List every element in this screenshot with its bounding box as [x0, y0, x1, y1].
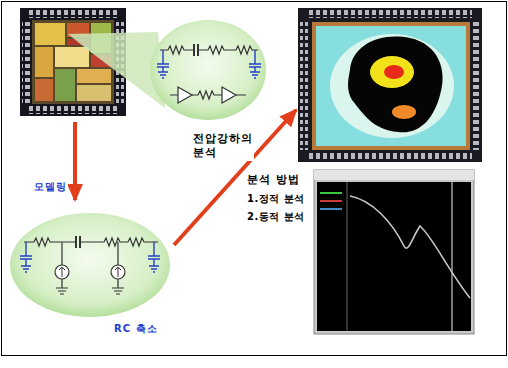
zoom-callout	[150, 20, 266, 120]
buffer-symbol	[178, 87, 192, 103]
source-arrow	[115, 267, 121, 277]
reduction-label: RC 축소	[113, 322, 159, 335]
signal-legend	[320, 192, 342, 194]
method-item: 1.정적 분석	[246, 192, 306, 205]
source-arrow	[59, 267, 65, 277]
current-source	[55, 265, 69, 279]
analysis-title: 전압강하의 분석	[192, 132, 254, 161]
cursor-line	[452, 182, 453, 331]
flow-arrow	[73, 122, 77, 200]
heat-zone	[370, 56, 414, 88]
arrow-label: 모델링	[33, 180, 68, 193]
pin-row	[27, 10, 119, 18]
die-block	[35, 79, 53, 101]
wire-resistors	[24, 238, 158, 246]
die-frame	[312, 22, 470, 150]
waveform-curve	[350, 196, 470, 298]
waveform-plot	[317, 182, 471, 331]
heat-zone	[348, 37, 443, 133]
chip-zoom-group: 전압강하의 분석	[18, 6, 270, 122]
method-item: 2.동적 분석	[246, 210, 306, 223]
waveform-window	[314, 170, 474, 334]
ground-capacitor	[20, 242, 32, 272]
signal-legend	[320, 200, 342, 202]
pin-column	[300, 22, 308, 150]
method-heading: 분석 방법	[246, 173, 301, 187]
frame-border	[2, 2, 507, 356]
capacitor-symbol	[194, 44, 198, 56]
capacitor-symbol	[76, 236, 80, 248]
heat-zone	[392, 105, 416, 119]
current-source	[111, 265, 125, 279]
heat-zone	[384, 65, 404, 79]
pin-row	[308, 10, 472, 18]
ground-capacitor	[249, 50, 261, 78]
ground-capacitor	[148, 242, 160, 272]
window-titlebar	[314, 170, 474, 180]
heat-zone	[330, 34, 454, 138]
pin-row	[27, 106, 119, 114]
chip-die	[32, 20, 114, 104]
heat-map	[316, 26, 466, 146]
cursor-line	[347, 182, 348, 331]
die-block	[35, 23, 65, 45]
wire-resistors	[160, 46, 258, 54]
buffer-symbol	[222, 87, 236, 103]
die-block	[55, 47, 89, 67]
source-wire	[56, 242, 68, 294]
result-group: 분석 방법1.정적 분석2.동적 분석	[296, 8, 484, 336]
ground-capacitor	[157, 50, 169, 78]
pin-column	[472, 22, 480, 150]
signal-legend	[320, 208, 342, 210]
die-block	[55, 69, 75, 101]
source-wire	[112, 242, 124, 294]
model-ellipse	[10, 213, 170, 317]
pin-row	[308, 152, 472, 160]
rc-model-ellipse: RC 축소	[8, 200, 174, 320]
die-block	[35, 47, 53, 77]
chip-package	[298, 8, 482, 162]
die-block	[77, 69, 111, 83]
pin-column	[22, 20, 30, 106]
die-block	[77, 85, 111, 101]
